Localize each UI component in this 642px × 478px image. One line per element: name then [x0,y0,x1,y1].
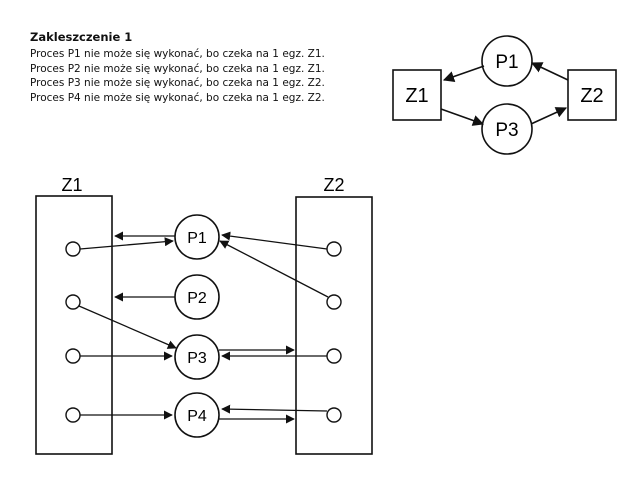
big-p3-circle [174,334,220,380]
big-p1-label: P1 [187,230,207,247]
description-block: Zakleszczenie 1 Proces P1 nie może się w… [30,30,390,105]
big-p1-circle [174,214,220,260]
small-p3-circle [481,103,533,155]
small-z2-label: Z2 [580,85,603,107]
small-z1-label: Z1 [405,85,428,107]
big-resource-graph: Z1 Z2 P1 P2 P3 P4 [35,175,373,455]
z2-instance-3 [326,348,342,364]
z1-instance-2 [65,294,81,310]
big-p4-label: P4 [187,408,207,425]
small-arrow-z2-p1 [530,62,569,81]
z1-instance-1 [65,241,81,257]
description-line-4: Proces P4 nie może się wykonać, bo czeka… [30,91,325,104]
deadlock-title: Zakleszczenie 1 [30,30,133,44]
big-p3-label: P3 [187,350,207,367]
z2-instance-1 [326,241,342,257]
description-line-2: Proces P2 nie może się wykonać, bo czeka… [30,62,325,75]
small-arrow-z1-p3 [440,108,485,126]
arrow-z1-1-to-p1 [79,237,174,250]
small-z2-box [567,69,617,121]
arrow-z1-2-to-p3 [78,305,177,349]
big-z2-label: Z2 [323,175,344,195]
z1-instance-4 [65,407,81,423]
small-arrow-p3-z2 [530,107,568,125]
big-p2-label: P2 [187,290,207,307]
big-p4-circle [174,392,220,438]
arrow-z2-4-to-p4 [221,404,328,414]
description-line-3: Proces P3 nie może się wykonać, bo czeka… [30,77,325,89]
small-resource-graph: Z1 Z2 P1 P3 [392,35,617,155]
small-z1-box [392,69,442,121]
small-p1-label: P1 [495,52,518,73]
small-arrow-p1-z1 [442,65,485,82]
big-z1-label: Z1 [61,175,82,195]
z2-instance-4 [326,407,342,423]
arrow-z2-2-to-p1 [219,240,329,298]
small-p3-label: P3 [495,120,518,141]
arrow-z2-1-to-p1 [221,231,328,250]
z2-instance-2 [326,294,342,310]
description-line-1: Proces P1 nie może się wykonać, bo czeka… [30,48,325,60]
small-p1-circle [481,35,533,87]
z1-instance-3 [65,348,81,364]
